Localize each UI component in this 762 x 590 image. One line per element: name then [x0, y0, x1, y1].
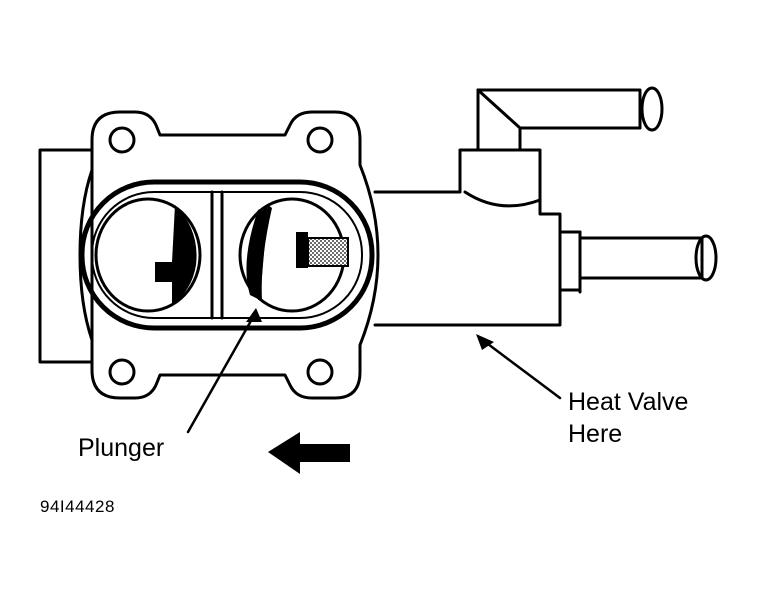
heat-valve-label-line2: Here — [568, 420, 623, 448]
bolt-hole-bottom-right — [306, 358, 334, 386]
figure-code: 94I44428 — [40, 497, 115, 516]
direction-arrow-left-icon — [268, 432, 350, 474]
heat-valve-leader — [478, 336, 562, 400]
valve-body — [373, 148, 562, 327]
upper-hose-nipple — [476, 88, 642, 152]
heat-valve-label-line1: Heat Valve — [568, 388, 689, 416]
left-bore — [94, 197, 202, 313]
bore-opening — [79, 179, 375, 331]
plunger-label: Plunger — [78, 434, 165, 462]
heat-element-mesh — [307, 237, 349, 267]
bolt-hole-bottom-left — [108, 358, 136, 386]
plunger-leader — [186, 310, 258, 434]
bolt-hole-top-left — [108, 126, 136, 154]
bolt-hole-top-right — [306, 126, 334, 154]
